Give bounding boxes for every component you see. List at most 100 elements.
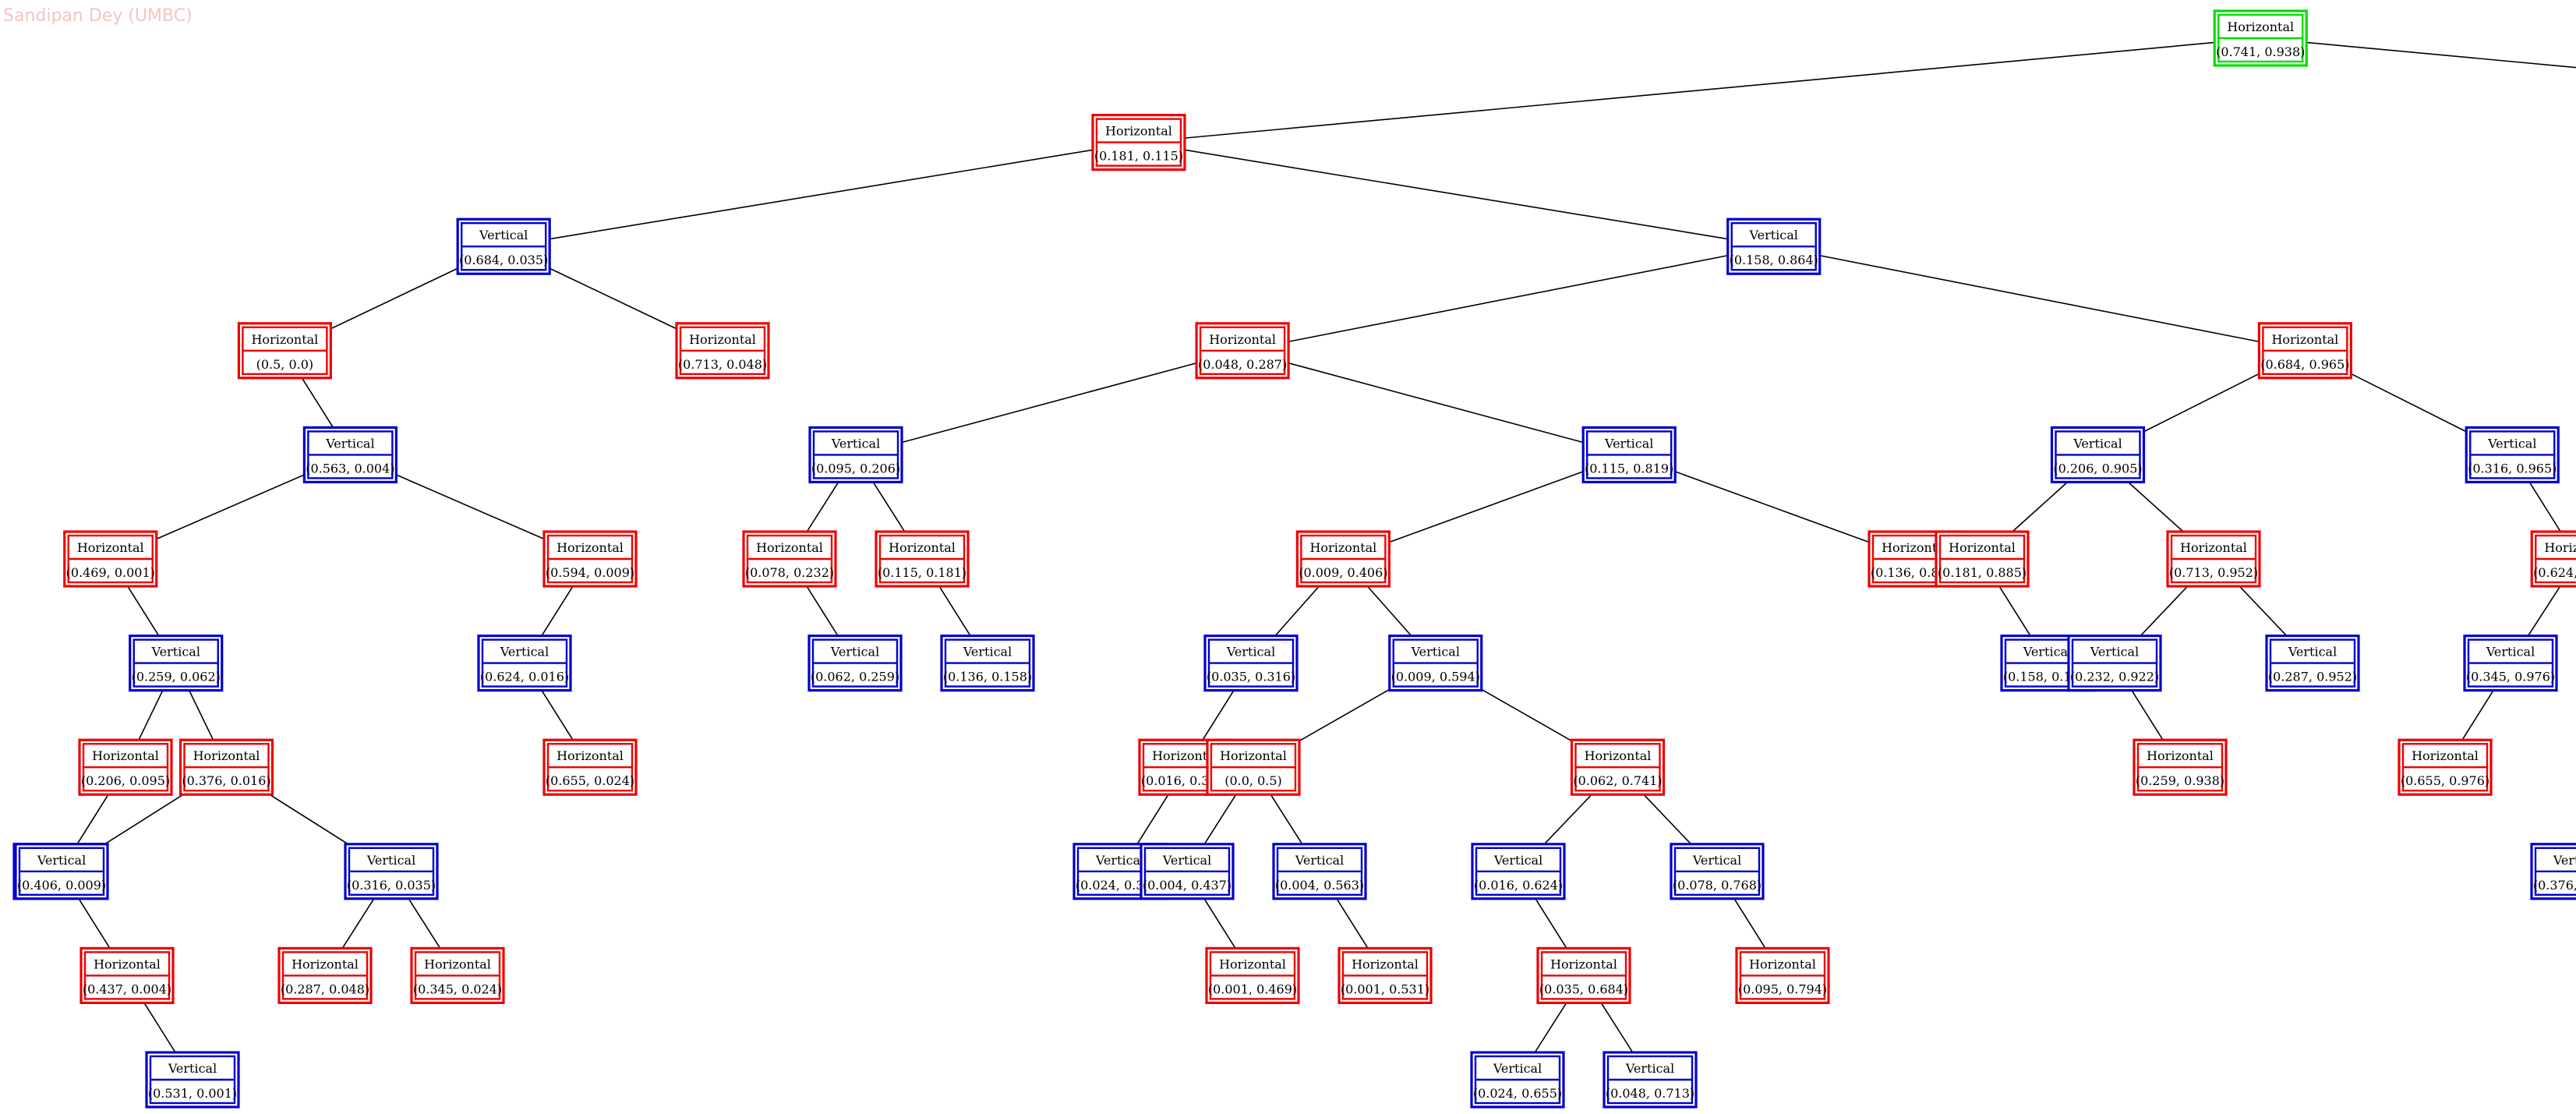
tree-node: Horizontal (0.048, 0.287) <box>1195 322 1290 380</box>
tree-edge <box>2528 481 2561 532</box>
tree-node: Vertical(0.095, 0.206) <box>808 426 903 484</box>
tree-edge <box>1534 1002 1567 1053</box>
tree-edge <box>1600 1002 1634 1053</box>
node-split-label: Vertical <box>1749 228 1798 242</box>
node-point-label: (0.136, 0.158) <box>943 670 1032 684</box>
tree-node: Vertical(0.376, 0.984) <box>2530 843 2576 900</box>
node-split-label: Horizontal <box>889 540 956 555</box>
tree-edge <box>2143 373 2260 433</box>
node-split-label: Vertical <box>37 853 86 868</box>
node-point-label: (0.009, 0.594) <box>1391 670 1480 684</box>
node-point-label: (0.259, 0.938) <box>2136 773 2224 788</box>
tree-node: Horizontal(0.287, 0.048) <box>277 946 373 1005</box>
tree-node: Vertical (0.016, 0.624) <box>1471 843 1566 900</box>
tree-node: Vertical(0.316, 0.965) <box>2465 426 2560 484</box>
tree-node: Vertical (0.136, 0.158) <box>940 634 1035 692</box>
node-point-label: (0.001, 0.469) <box>1208 981 1297 996</box>
node-split-label: Vertical <box>325 436 374 451</box>
node-split-label: Horizontal <box>1949 540 2016 555</box>
node-point-label: (0.048, 0.713) <box>1606 1086 1694 1101</box>
tree-node: Horizontal(0.009, 0.406) <box>1295 530 1390 588</box>
node-split-label: Horizontal <box>1550 957 1617 971</box>
tree-edge <box>1543 794 1592 845</box>
tree-edge <box>2461 690 2494 741</box>
tree-edge <box>269 794 349 845</box>
tree-edges <box>76 41 2576 1053</box>
node-split-label: Vertical <box>1493 1061 1542 1076</box>
tree-edge <box>1674 471 1870 543</box>
node-split-label: Vertical <box>2023 645 2072 660</box>
node-split-label: Vertical <box>2090 645 2139 660</box>
tree-edge <box>2127 481 2184 532</box>
node-split-label: Vertical <box>831 436 880 451</box>
node-split-label: Vertical <box>1625 1061 1674 1076</box>
node-split-label: Horizontal <box>1209 332 1276 347</box>
node-split-label: Vertical <box>1692 853 1741 868</box>
tree-edge <box>1481 688 1572 742</box>
node-split-label: Horizontal <box>1585 748 1652 763</box>
tree-edge <box>806 585 839 637</box>
node-point-label: (0.287, 0.048) <box>281 981 369 996</box>
tree-node: Horizontal(0.655, 0.024) <box>542 738 638 796</box>
node-point-label: (0.437, 0.004) <box>83 981 171 996</box>
node-point-label: (0.469, 0.001) <box>66 565 155 580</box>
node-split-label: Horizontal <box>1220 748 1287 763</box>
tree-edge <box>901 362 1197 444</box>
node-split-label: Horizontal <box>1882 540 1949 555</box>
tree-edge <box>78 898 111 949</box>
node-split-label: Horizontal <box>1105 124 1172 139</box>
node-point-label: (0.232, 0.922) <box>2070 670 2159 684</box>
tree-edge <box>1274 585 1320 637</box>
node-split-label: Horizontal <box>251 332 318 347</box>
tree-node: Vertical(0.316, 0.035) <box>344 843 439 900</box>
node-point-label: (0.624, 0.016) <box>480 670 569 684</box>
tree-node: Vertical(0.024, 0.655) <box>1470 1051 1565 1109</box>
node-split-label: Vertical <box>366 853 415 868</box>
tree-node: Vertical (0.206, 0.905) <box>2050 426 2146 484</box>
tree-edge <box>396 474 545 540</box>
node-point-label: (0.078, 0.232) <box>745 565 834 580</box>
node-point-label: (0.016, 0.624) <box>1474 878 1563 893</box>
node-split-label: Vertical <box>2553 853 2576 868</box>
node-split-label: Horizontal <box>2544 540 2576 555</box>
tree-edge <box>1203 794 1237 845</box>
tree-edge <box>127 585 160 637</box>
tree-node: Horizontal(0.0, 0.5) <box>1206 738 1301 796</box>
node-point-label: (0.345, 0.976) <box>2466 670 2555 684</box>
tree-edge <box>1389 471 1584 543</box>
tree-node: Vertical(0.287, 0.952) <box>2265 634 2360 692</box>
tree-node: Vertical(0.062, 0.259) <box>807 634 903 692</box>
node-split-label: Vertical <box>1604 436 1653 451</box>
tree-edge <box>2527 585 2561 637</box>
node-point-label: (0.713, 0.048) <box>678 357 767 372</box>
node-split-label: Vertical <box>1493 853 1542 868</box>
tree-edge <box>1288 254 1728 343</box>
tree-edge <box>1366 585 1412 637</box>
node-split-label: Vertical <box>2072 436 2122 451</box>
node-split-label: Vertical <box>963 645 1012 660</box>
node-point-label: (0.206, 0.905) <box>2053 461 2142 476</box>
tree-edge <box>806 481 839 532</box>
node-split-label: Horizontal <box>2271 332 2338 347</box>
node-split-label: Horizontal <box>1219 957 1286 971</box>
tree-edge <box>156 474 305 540</box>
tree-node: Horizontal(0.469, 0.001) <box>63 530 158 588</box>
tree-node: Horizontal (0.713, 0.048) <box>675 322 770 380</box>
node-point-label: (0.048, 0.287) <box>1198 357 1287 372</box>
tree-node: Horizontal (0.035, 0.684) <box>1536 946 1631 1005</box>
node-split-label: Horizontal <box>2180 540 2247 555</box>
tree-node: Horizontal(0.713, 0.952) <box>2166 530 2261 588</box>
node-point-label: (0.001, 0.531) <box>1341 981 1429 996</box>
node-split-label: Horizontal <box>92 748 159 763</box>
node-point-label: (0.206, 0.095) <box>81 773 170 788</box>
node-point-label: (0.035, 0.684) <box>1539 981 1628 996</box>
tree-edge <box>138 690 164 741</box>
node-point-label: (0.594, 0.009) <box>546 565 634 580</box>
node-split-label: Horizontal <box>689 332 756 347</box>
tree-node: Horizontal(0.259, 0.938) <box>2133 738 2228 796</box>
tree-edge <box>330 267 458 330</box>
node-point-label: (0.078, 0.768) <box>1673 878 1762 893</box>
node-split-label: Vertical <box>151 645 200 660</box>
tree-node: Vertical(0.345, 0.976) <box>2463 634 2558 692</box>
tree-edge <box>938 585 971 637</box>
